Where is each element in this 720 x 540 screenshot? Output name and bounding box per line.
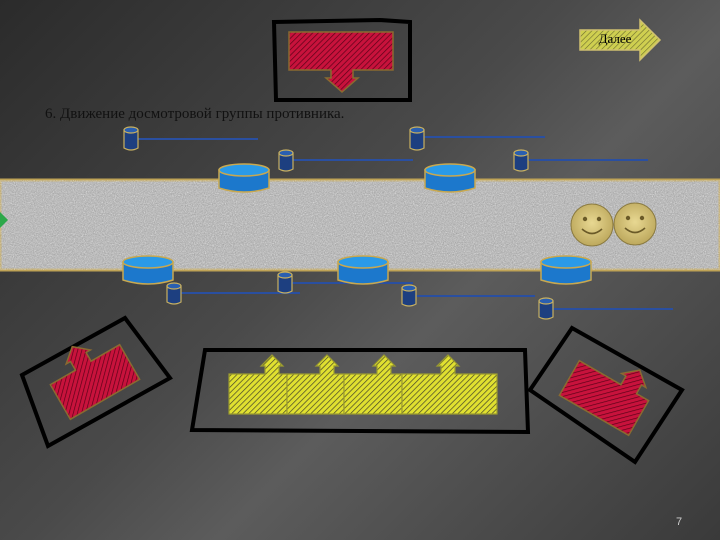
up-arrow-icon (402, 355, 497, 414)
smiley-face-icon (571, 204, 613, 246)
post-icon (514, 150, 528, 171)
post-icon (402, 285, 416, 306)
post-icon (539, 298, 553, 319)
barrel-icon (425, 164, 475, 192)
barrel-icon (219, 164, 269, 192)
barrel-icon (541, 256, 591, 284)
up-arrow-icon (229, 355, 287, 414)
post-icon (167, 283, 181, 304)
barrel-icon (338, 256, 388, 284)
post-icon (279, 150, 293, 171)
down-arrow-icon (289, 32, 393, 92)
post-icon (124, 127, 138, 150)
next-button-label[interactable]: Далее (590, 31, 640, 47)
smiley-face-icon (614, 203, 656, 245)
up-arrow-icon (287, 355, 344, 414)
barrel-icon (123, 256, 173, 284)
post-icon (410, 127, 424, 150)
yellow-arrows (229, 355, 497, 414)
slide-caption: 6. Движение досмотровой группы противник… (45, 106, 344, 123)
page-number: 7 (676, 516, 682, 528)
up-arrow-icon (344, 355, 402, 414)
post-icon (278, 272, 292, 293)
